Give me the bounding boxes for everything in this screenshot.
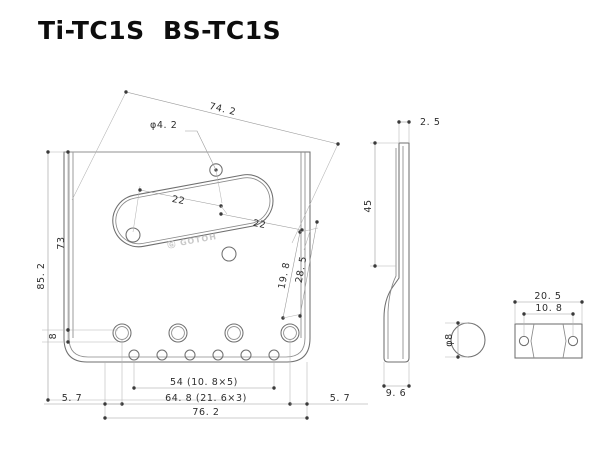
mounting-holes xyxy=(112,323,300,343)
dim-height-lower: 8 xyxy=(42,328,118,344)
dim-54-label: 54 (10. 8×5) xyxy=(170,377,238,388)
dim-pickup-left: 22 xyxy=(132,169,223,233)
dim-28-5-label: 28. 5 xyxy=(294,255,310,284)
side-view-geometry xyxy=(383,142,410,363)
dim-45-label: 45 xyxy=(363,199,374,212)
dim-85-2-label: 85. 2 xyxy=(36,262,47,289)
dim-22-right-label: 22 xyxy=(252,218,267,231)
dim-saddle-inner-width: 10. 8 xyxy=(522,303,575,336)
dim-phi8-label: φ8 xyxy=(444,333,455,347)
saddle-end-view-geometry xyxy=(450,322,486,358)
page-title: Ti-TC1S BS-TC1S xyxy=(38,16,282,45)
dim-73-label: 73 xyxy=(56,236,67,249)
dim-saddle-diameter: φ8 xyxy=(444,321,468,359)
dim-width-overall: 76. 2 xyxy=(103,362,309,420)
dim-string-hole-span: 54 (10. 8×5) xyxy=(132,360,276,390)
dim-pickup-right: 22 xyxy=(219,205,311,251)
dim-22-left-label: 22 xyxy=(171,194,186,207)
dim-saddle-width: 20. 5 xyxy=(513,291,584,324)
dim-edge-left: 5. 7 xyxy=(44,393,122,406)
dim-side-base: 9. 6 xyxy=(382,362,411,399)
dim-mount-hole-span: 64. 8 (21. 6×3) xyxy=(105,340,307,406)
dim-76-2-label: 76. 2 xyxy=(192,407,219,418)
dim-edge-right: 5. 7 xyxy=(290,393,368,406)
dim-20-5-label: 20. 5 xyxy=(534,291,561,302)
dim-9-6-label: 9. 6 xyxy=(386,388,407,399)
dim-64-8-label: 64. 8 (21. 6×3) xyxy=(165,393,247,404)
dim-hole-diameter: φ4. 2 xyxy=(150,120,217,171)
dim-2-5-label: 2. 5 xyxy=(420,117,441,128)
dim-side-height: 45 xyxy=(363,141,398,268)
dim-phi4-2-label: φ4. 2 xyxy=(150,120,177,131)
dim-5-7-left-label: 5. 7 xyxy=(62,393,83,404)
dim-8-label: 8 xyxy=(48,333,59,340)
front-view-geometry: Ⓖ GOTOH xyxy=(63,151,311,363)
dim-side-thickness: 2. 5 xyxy=(397,117,440,143)
string-holes xyxy=(128,349,280,361)
dim-height-overall: 85. 2 xyxy=(36,150,230,402)
pickup-cavity xyxy=(112,174,274,248)
dim-10-8-label: 10. 8 xyxy=(535,303,562,314)
dim-angled-top: 74. 2 xyxy=(71,90,340,244)
dim-5-7-right-label: 5. 7 xyxy=(330,393,351,404)
dim-offset-outer: 28. 5 xyxy=(282,220,319,319)
dim-height-upper: 73 xyxy=(56,150,70,332)
dim-offset-inner: 19. 8 xyxy=(277,230,302,320)
dim-19-8-label: 19. 8 xyxy=(277,261,293,290)
saddle-top-view-geometry xyxy=(514,323,583,359)
